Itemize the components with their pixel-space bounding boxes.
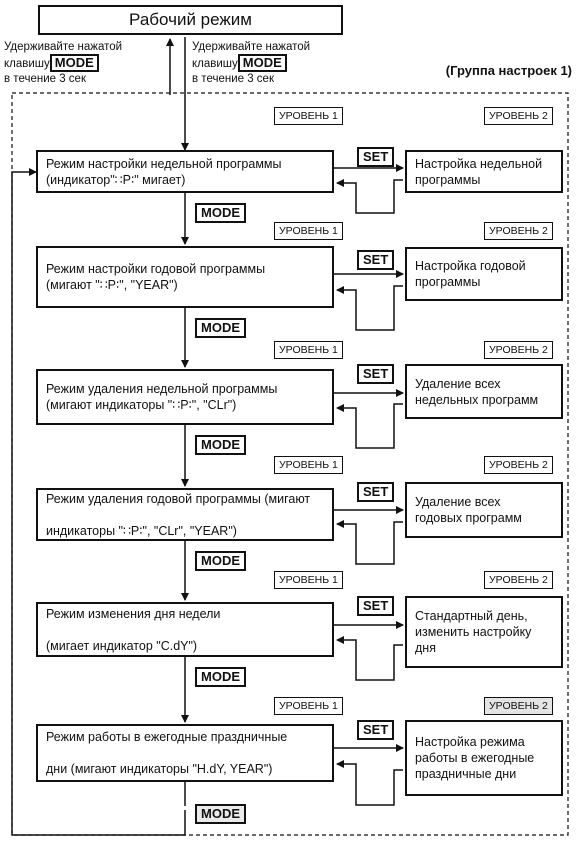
level1-badge: УРОВЕНЬ 1	[274, 456, 343, 474]
weekly-program-delete-mode[interactable]: Режим удаления недельной программы(мигаю…	[36, 369, 334, 425]
mode-key[interactable]: MODE	[195, 551, 246, 571]
set-key[interactable]: SET	[357, 482, 395, 502]
level2-badge: УРОВЕНЬ 2	[484, 571, 553, 589]
weekly-program-setup-mode[interactable]: Режим настройки недельной программы(инди…	[36, 150, 334, 193]
mode-key[interactable]: MODE	[195, 804, 246, 824]
level2-badge: УРОВЕНЬ 2	[484, 697, 553, 715]
weekday-change-mode[interactable]: Режим изменения дня недели(мигает индика…	[36, 602, 334, 657]
set-key[interactable]: SET	[357, 147, 395, 167]
level2-badge: УРОВЕНЬ 2	[484, 107, 553, 125]
set-key[interactable]: SET	[357, 596, 395, 616]
return-loop	[11, 168, 186, 836]
mode-key[interactable]: MODE	[195, 435, 246, 455]
level1-badge: УРОВЕНЬ 1	[274, 222, 343, 240]
mode-key[interactable]: MODE	[195, 203, 246, 223]
group-label: (Группа настроек 1)	[445, 63, 572, 78]
level1-badge: УРОВЕНЬ 1	[274, 571, 343, 589]
set-key[interactable]: SET	[357, 720, 395, 740]
level1-badge: УРОВЕНЬ 1	[274, 341, 343, 359]
set-key[interactable]: SET	[357, 250, 395, 270]
level2-badge: УРОВЕНЬ 2	[484, 341, 553, 359]
level1-badge: УРОВЕНЬ 1	[274, 697, 343, 715]
mode-key-label: MODE	[237, 54, 287, 72]
level2-badge: УРОВЕНЬ 2	[484, 456, 553, 474]
operating-mode-title: Рабочий режим	[38, 5, 343, 35]
set-key[interactable]: SET	[357, 364, 395, 384]
mode-key[interactable]: MODE	[195, 318, 246, 338]
group-frame	[11, 92, 569, 836]
mode-key[interactable]: MODE	[195, 667, 246, 687]
set-arrows	[334, 164, 404, 806]
level2-badge: УРОВЕНЬ 2	[484, 222, 553, 240]
mode-key-label: MODE	[49, 54, 99, 72]
yearly-program-delete-mode[interactable]: Режим удаления годовой программы (мигают…	[36, 488, 334, 541]
level1-badge: УРОВЕНЬ 1	[274, 107, 343, 125]
yearly-program-setup-mode[interactable]: Режим настройки годовой программы(мигают…	[36, 246, 334, 308]
